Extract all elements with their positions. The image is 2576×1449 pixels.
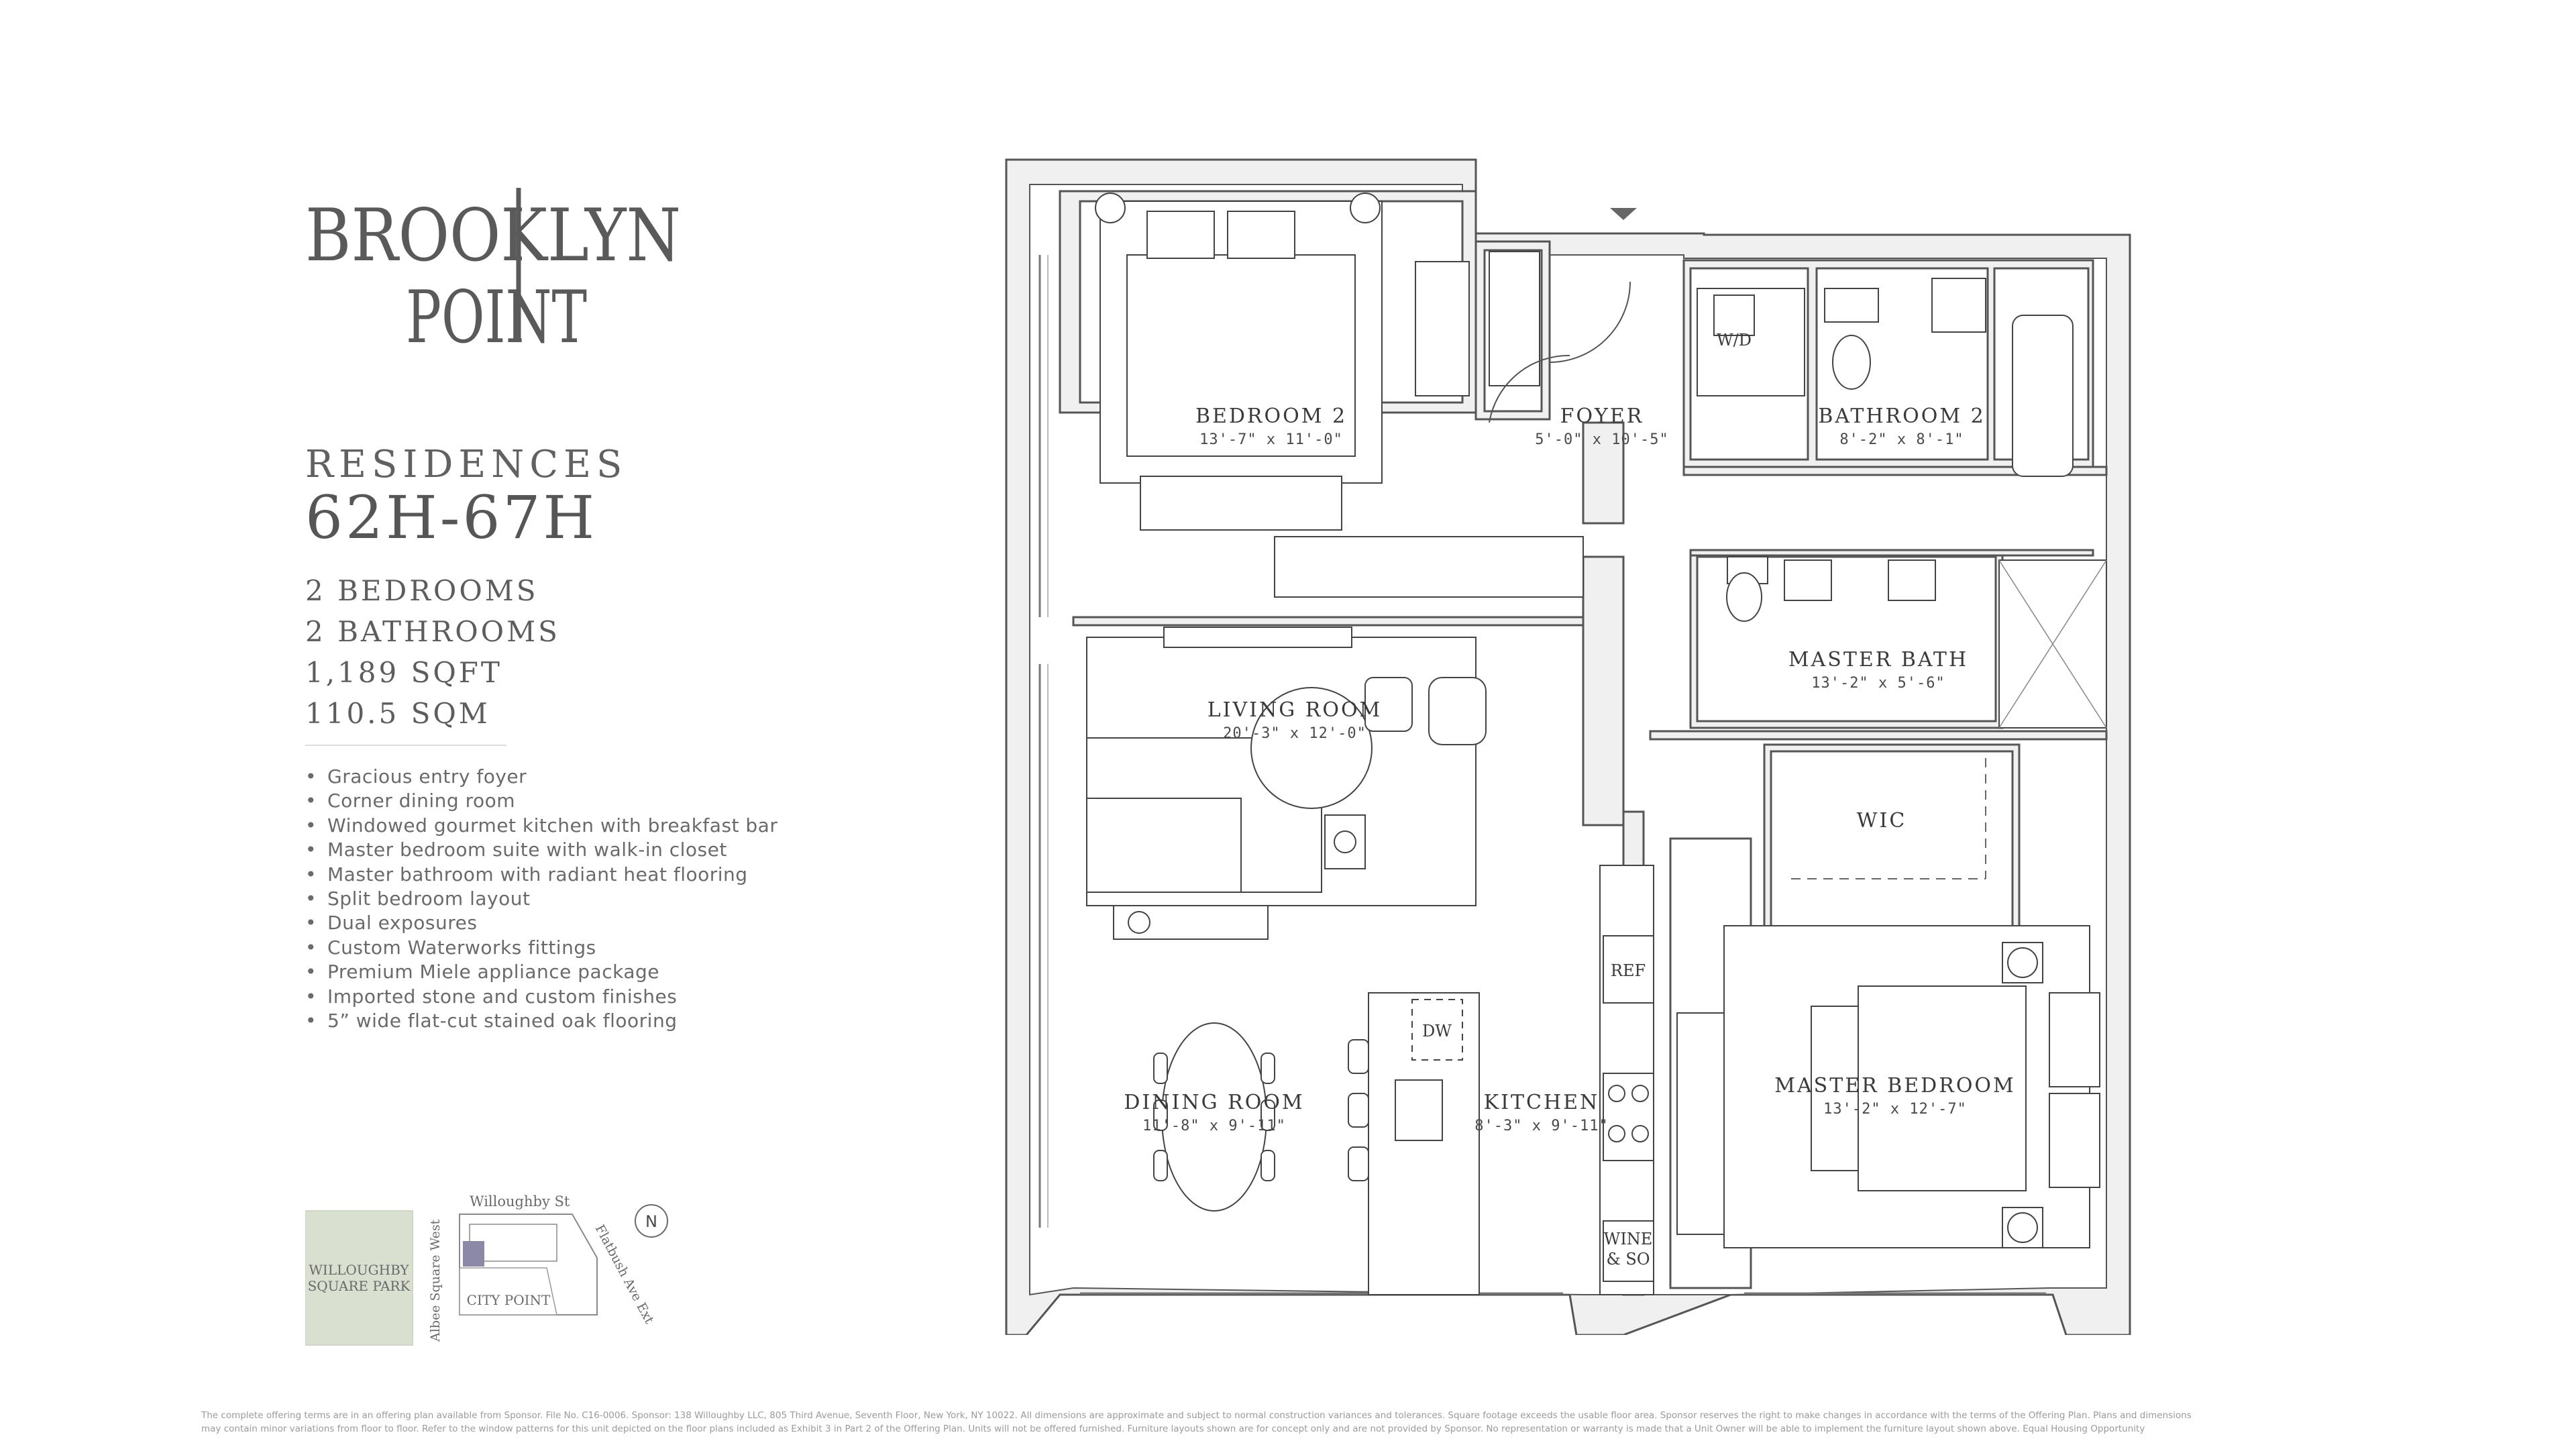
entry-arrow-icon — [1610, 208, 1637, 220]
street-right-label: Flatbush Ave Ext — [592, 1222, 657, 1326]
living-room-furniture — [1086, 627, 1487, 940]
feature-item: Corner dining room — [305, 789, 777, 813]
bathrooms-count: 2 BATHROOMS — [305, 615, 560, 648]
north-arrow-icon — [635, 1204, 668, 1238]
floor-plan: BEDROOM 2 13'-7" x 11'-0" FOYER 5'-0" x … — [993, 154, 2147, 1336]
disclaimer-line-1: The complete offering terms are in an of… — [201, 1410, 2192, 1421]
feature-item: Imported stone and custom finishes — [305, 985, 777, 1009]
dishwasher-label: DW — [1422, 1022, 1452, 1040]
unit-stats: 2 BEDROOMS 2 BATHROOMS 1,189 SQFT 110.5 … — [305, 570, 560, 734]
feature-item: Master bathroom with radiant heat floori… — [305, 863, 777, 887]
dining-table — [1153, 1022, 1275, 1212]
master-bath-dims: 13'-2" x 5'-6" — [1811, 675, 1945, 692]
location-key-map: WILLOUGHBY SQUARE PARK Albee Square West… — [305, 1193, 681, 1348]
master-bath-label: MASTER BATH — [1788, 648, 1968, 672]
brooklyn-point-logo: BROOKLYN POINT — [305, 181, 681, 360]
feature-item: 5” wide flat-cut stained oak flooring — [305, 1009, 777, 1033]
features-list: Gracious entry foyer Corner dining room … — [305, 765, 777, 1033]
bedroom-2-dims: 13'-7" x 11'-0" — [1199, 431, 1343, 448]
bathroom-2-label: BATHROOM 2 — [1818, 405, 1985, 428]
wic-label: WIC — [1857, 809, 1907, 833]
area-sqft: 1,189 SQFT — [305, 656, 502, 689]
city-point-label: CITY POINT — [467, 1292, 551, 1308]
bathroom-2-fixtures — [1697, 278, 2074, 477]
section-divider — [305, 745, 506, 746]
master-bedroom-furniture — [1676, 925, 2100, 1248]
refrigerator-label: REF — [1611, 961, 1646, 980]
feature-item: Master bedroom suite with walk-in closet — [305, 838, 777, 862]
bathroom-2-dims: 8'-2" x 8'-1" — [1839, 431, 1964, 448]
legal-disclaimer: The complete offering terms are in an of… — [201, 1409, 2388, 1436]
street-left-label: Albee Square West — [428, 1219, 443, 1342]
wic-closet-rods — [1791, 758, 1986, 879]
feature-item: Split bedroom layout — [305, 887, 777, 911]
disclaimer-line-2: may contain minor variations from floor … — [201, 1424, 2145, 1434]
master-bedroom-label: MASTER BEDROOM — [1774, 1074, 2015, 1097]
residences-range: 62H-67H — [305, 483, 598, 552]
kitchen-dims: 8'-3" x 9'-11" — [1474, 1118, 1608, 1134]
wine-storage-label-line-2: & SO — [1606, 1250, 1650, 1269]
living-room-dims: 20'-3" x 12'-0" — [1223, 725, 1366, 742]
bedroom-2-label: BEDROOM 2 — [1195, 405, 1347, 428]
bedroom-2-furniture — [1095, 193, 1584, 598]
bedrooms-count: 2 BEDROOMS — [305, 574, 539, 607]
logo-line-1: BROOKLYN — [305, 194, 681, 278]
park-label-line-2: SQUARE PARK — [308, 1278, 411, 1294]
dining-room-dims: 11'-8" x 9'-11" — [1142, 1118, 1286, 1134]
master-bath-fixtures — [1726, 556, 2107, 729]
wine-storage-label-line-1: WINE — [1604, 1230, 1653, 1248]
dining-room-label: DINING ROOM — [1124, 1091, 1304, 1114]
feature-item: Dual exposures — [305, 911, 777, 935]
feature-item: Custom Waterworks fittings — [305, 936, 777, 960]
city-block — [459, 1267, 557, 1316]
window-left-lower — [1038, 664, 1049, 1228]
residences-label: RESIDENCES — [305, 443, 628, 486]
park-block — [305, 1210, 413, 1346]
kitchen-counter — [1599, 865, 1654, 1295]
kitchen-label: KITCHEN — [1484, 1091, 1600, 1114]
kitchen-island — [1348, 992, 1480, 1295]
park-label-line-1: WILLOUGHBY — [309, 1262, 409, 1278]
logo-line-2: POINT — [406, 276, 587, 349]
feature-item: Windowed gourmet kitchen with breakfast … — [305, 814, 777, 838]
feature-item: Gracious entry foyer — [305, 765, 777, 789]
foyer-label: FOYER — [1560, 405, 1644, 428]
master-bedroom-dims: 13'-2" x 12'-7" — [1823, 1101, 1967, 1118]
foyer-dims: 5'-0" x 10'-5" — [1535, 431, 1668, 448]
street-top-label: Willoughby St — [470, 1194, 570, 1210]
brooklyn-point-highlight — [463, 1241, 484, 1267]
living-room-label: LIVING ROOM — [1208, 698, 1383, 722]
foyer-fixtures — [1489, 251, 1631, 423]
feature-item: Premium Miele appliance package — [305, 960, 777, 984]
area-sqm: 110.5 SQM — [305, 697, 490, 730]
washer-dryer-label: W/D — [1717, 331, 1752, 350]
window-left-upper — [1038, 255, 1049, 617]
north-label: N — [645, 1212, 657, 1231]
